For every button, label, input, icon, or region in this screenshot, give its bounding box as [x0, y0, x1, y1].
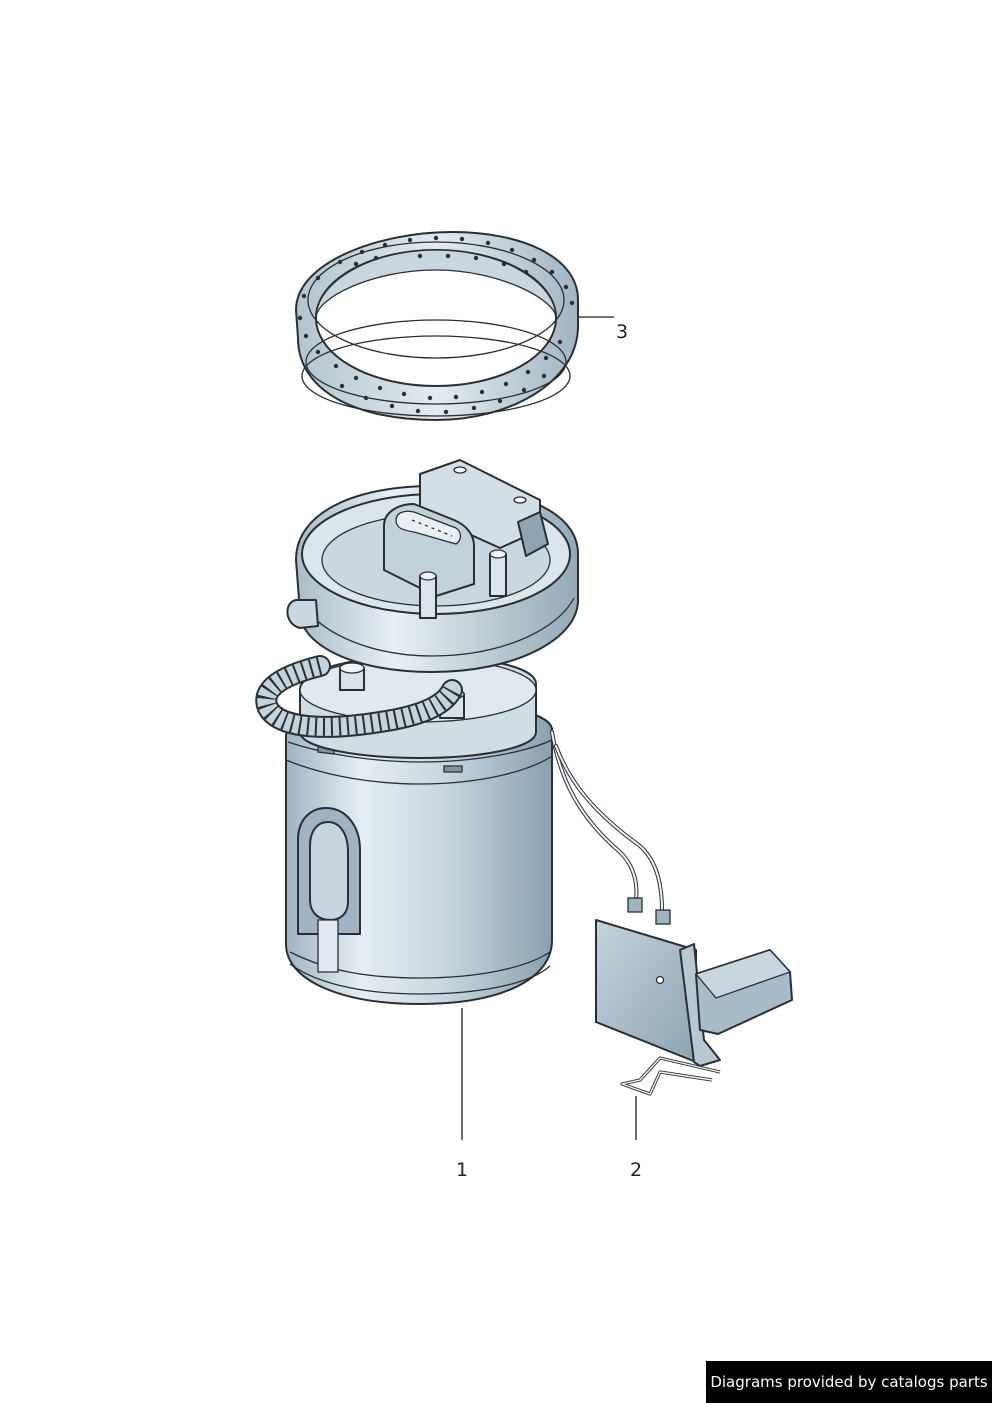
callout-2: 2: [630, 1096, 642, 1181]
callout-label-2: 2: [630, 1159, 642, 1181]
fuel-pump-module: [255, 459, 671, 1005]
callout-label-3: 3: [616, 321, 628, 343]
locking-ring: [295, 231, 579, 421]
credit-banner: Diagrams provided by catalogs parts: [706, 1361, 992, 1403]
fuel-level-sender: [595, 919, 793, 1096]
callout-3: 3: [579, 316, 628, 343]
callout-1: 1: [456, 1008, 468, 1181]
callout-label-1: 1: [456, 1159, 468, 1181]
ring-hole-pattern: [297, 235, 575, 415]
